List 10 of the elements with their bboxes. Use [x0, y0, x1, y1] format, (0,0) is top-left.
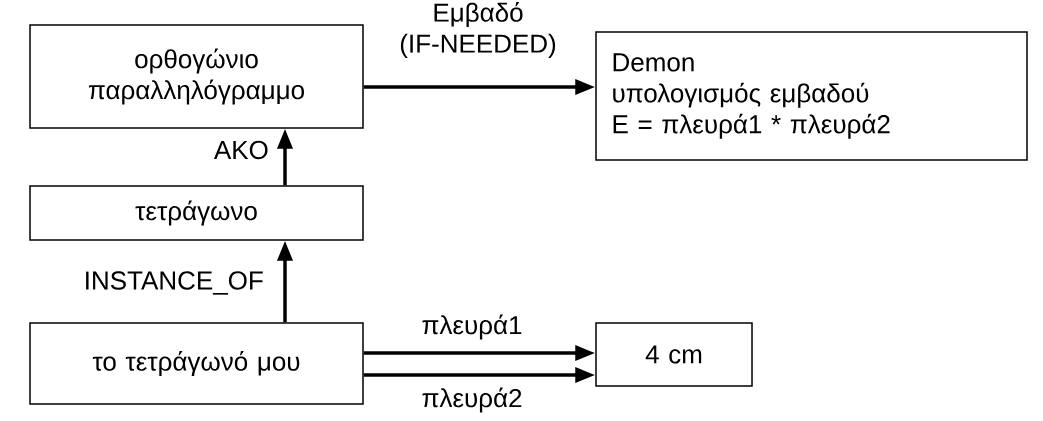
frame-box: 4 cm — [595, 322, 753, 387]
frame-box: Demon υπολογισμός εμβαδού E = πλευρά1 * πλευρά2 — [595, 31, 1028, 161]
edge-label: πλευρά1 — [422, 314, 522, 340]
edge-label: Εμβαδό (IF-NEEDED) — [400, 2, 556, 58]
edge-label: πλευρά2 — [422, 387, 522, 413]
frame-box: το τετράγωνό μου — [29, 322, 364, 405]
edge-label: INSTANCE_OF — [86, 271, 263, 295]
frame-box: ορθογώνιο παραλληλόγραμμο — [29, 24, 364, 129]
frame-box: τετράγωνο — [29, 185, 364, 241]
edge-label: AKO — [213, 140, 268, 160]
